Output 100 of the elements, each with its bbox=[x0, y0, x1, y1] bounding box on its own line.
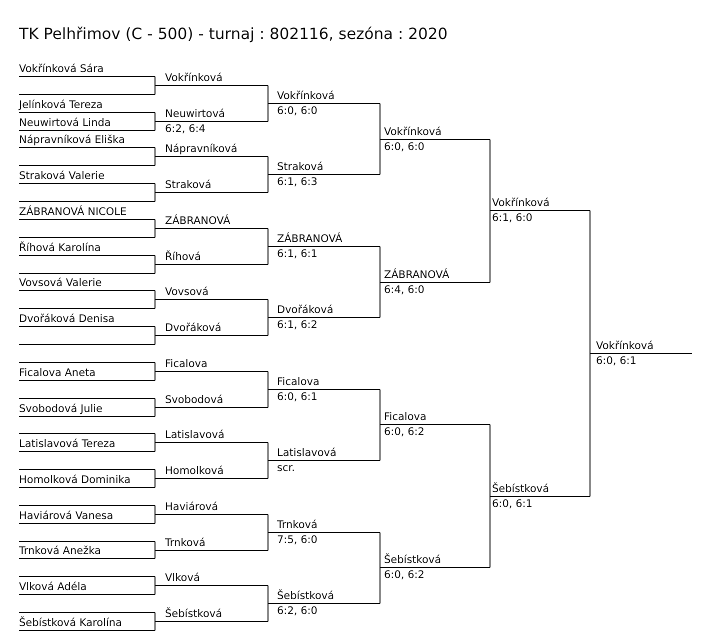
bracket-connector bbox=[154, 478, 156, 488]
bracket-connector bbox=[268, 103, 270, 122]
bracket-connector bbox=[154, 299, 156, 309]
player-name: Ficalova bbox=[165, 357, 208, 371]
player-name: Šebístková bbox=[384, 553, 442, 567]
player-name: ZÁBRANOVÁ bbox=[277, 232, 342, 246]
match-score: 6:1, 6:3 bbox=[277, 175, 318, 189]
match-score: 7:5, 6:0 bbox=[277, 533, 318, 547]
player-name: Latislavová bbox=[277, 446, 336, 460]
bracket-slot bbox=[19, 543, 155, 559]
player-name: Vokřínková Sára bbox=[19, 62, 104, 76]
player-name: Trnková bbox=[165, 536, 206, 550]
bracket-connector bbox=[268, 389, 270, 408]
player-name: Ficalova Aneta bbox=[19, 366, 96, 380]
player-name: Říhová bbox=[165, 250, 201, 264]
bracket-connector bbox=[154, 121, 156, 131]
bracket-connector bbox=[380, 139, 382, 175]
bracket-connector bbox=[154, 326, 156, 336]
bracket-connector bbox=[154, 156, 156, 166]
bracket-slot bbox=[19, 508, 155, 524]
player-name: Šebístková Karolína bbox=[19, 616, 122, 630]
player-name: Homolková bbox=[165, 464, 224, 478]
bracket-connector bbox=[154, 505, 156, 515]
bracket-connector bbox=[154, 407, 156, 417]
match-score: 6:2, 6:0 bbox=[277, 604, 318, 618]
bracket-connector bbox=[154, 112, 156, 122]
match-score: scr. bbox=[277, 461, 295, 475]
bracket-connector bbox=[154, 76, 156, 86]
player-name: Vlková Adéla bbox=[19, 580, 87, 594]
bracket-connector bbox=[490, 210, 492, 283]
bracket-connector bbox=[380, 282, 382, 318]
player-name: Šebístková bbox=[492, 482, 550, 496]
match-score: 6:1, 6:0 bbox=[492, 211, 532, 225]
player-name: Dvořáková bbox=[165, 321, 222, 335]
bracket-connector bbox=[268, 532, 270, 551]
player-name: Ficalova bbox=[277, 375, 320, 389]
bracket-connector bbox=[490, 496, 492, 568]
player-name: Neuwirtová bbox=[165, 107, 225, 121]
bracket-slot bbox=[19, 615, 155, 631]
bracket-connector bbox=[268, 299, 270, 318]
bracket-connector bbox=[154, 228, 156, 238]
bracket-connector bbox=[154, 585, 156, 595]
match-score: 6:0, 6:2 bbox=[384, 425, 424, 439]
player-name: ZÁBRANOVÁ bbox=[384, 268, 450, 282]
bracket-connector bbox=[380, 103, 382, 140]
bracket-connector bbox=[154, 398, 156, 408]
bracket-connector bbox=[154, 371, 156, 381]
bracket-connector bbox=[268, 371, 270, 390]
match-score: 6:0, 6:1 bbox=[596, 354, 636, 368]
player-name: Dvořáková bbox=[277, 303, 334, 317]
bracket-slot bbox=[19, 365, 155, 381]
player-name: Homolková Dominika bbox=[19, 473, 131, 487]
match-score: 6:4, 6:0 bbox=[384, 283, 424, 297]
player-name: Latislavová Tereza bbox=[19, 437, 116, 451]
bracket-slot bbox=[19, 436, 155, 452]
bracket-connector bbox=[154, 290, 156, 300]
bracket-connector bbox=[590, 210, 592, 354]
player-name: Svobodová bbox=[165, 393, 224, 407]
bracket-connector bbox=[154, 335, 156, 345]
bracket-slot bbox=[156, 606, 268, 622]
match-score: 6:2, 6:4 bbox=[165, 122, 206, 136]
player-name: Straková Valerie bbox=[19, 169, 105, 183]
player-name: Vokřínková bbox=[165, 71, 223, 85]
bracket-slot bbox=[156, 392, 268, 408]
bracket-connector bbox=[154, 621, 156, 631]
bracket-connector bbox=[154, 576, 156, 586]
player-name: ZÁBRANOVÁ NICOLE bbox=[19, 205, 127, 219]
player-name: Dvořáková Denisa bbox=[19, 312, 115, 326]
player-name: Šebístková bbox=[277, 589, 334, 603]
player-name: Jelínková Tereza bbox=[19, 98, 103, 112]
bracket-connector bbox=[490, 424, 492, 497]
bracket-connector bbox=[268, 317, 270, 336]
match-score: 6:0, 6:1 bbox=[277, 390, 318, 404]
bracket-connector bbox=[154, 514, 156, 524]
player-name: Vokřínková bbox=[596, 339, 654, 353]
bracket-connector bbox=[380, 567, 382, 604]
bracket-connector bbox=[268, 442, 270, 461]
bracket-connector bbox=[268, 460, 270, 479]
bracket-connector bbox=[268, 228, 270, 247]
match-score: 6:0, 6:2 bbox=[384, 568, 424, 582]
player-name: Straková bbox=[165, 178, 212, 192]
bracket-connector bbox=[154, 183, 156, 193]
player-name: Vokřínková bbox=[277, 89, 335, 103]
player-name: Latislavová bbox=[165, 428, 224, 442]
player-name: Nápravníková Eliška bbox=[19, 133, 125, 147]
bracket-connector bbox=[154, 469, 156, 479]
bracket-connector bbox=[154, 147, 156, 157]
bracket-connector bbox=[268, 246, 270, 265]
player-name: Vovsová bbox=[165, 285, 209, 299]
player-name: Ficalova bbox=[384, 410, 426, 424]
bracket-slot bbox=[19, 579, 155, 595]
player-name: Vovsová Valerie bbox=[19, 276, 102, 290]
bracket-slot bbox=[19, 115, 155, 131]
bracket-connector bbox=[590, 353, 592, 497]
bracket-connector bbox=[268, 156, 270, 175]
player-name: Trnková Anežka bbox=[19, 544, 101, 558]
bracket-connector bbox=[268, 585, 270, 604]
bracket-connector bbox=[380, 532, 382, 568]
bracket-connector bbox=[490, 139, 492, 211]
player-name: Vokřínková bbox=[384, 125, 442, 139]
